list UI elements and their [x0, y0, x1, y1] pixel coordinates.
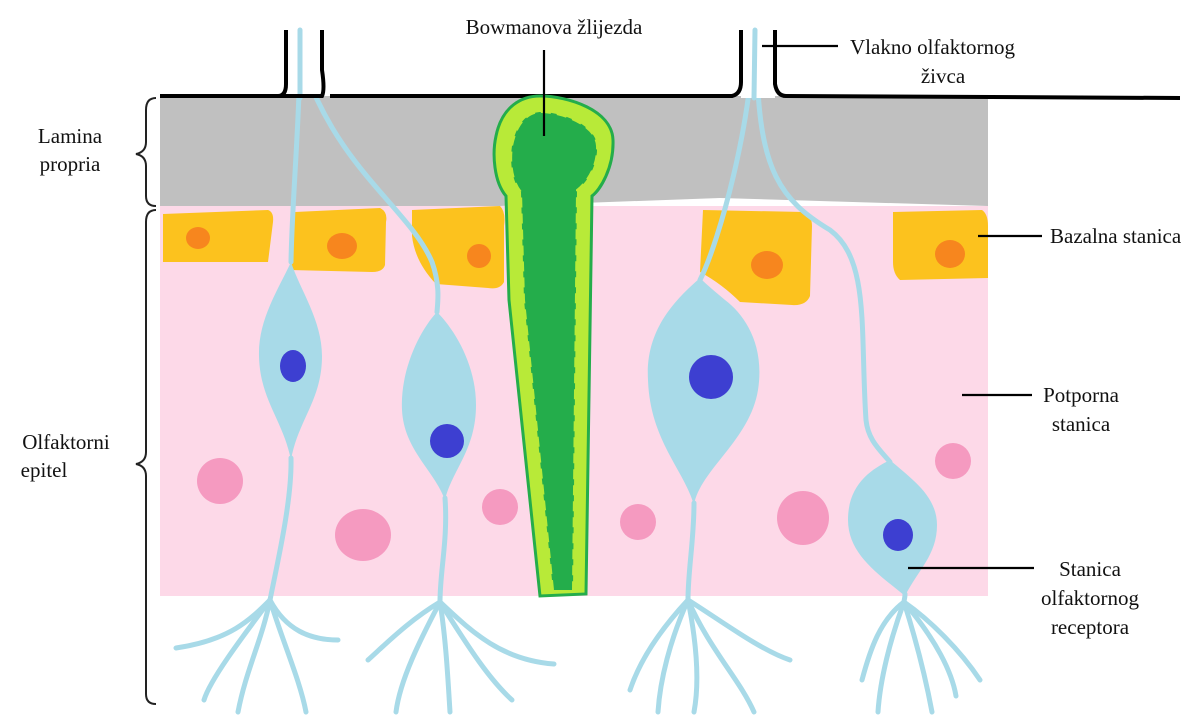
nerve-tube-fill — [286, 30, 320, 98]
receptor-cell-nucleus — [430, 424, 464, 458]
dendrite-branch — [878, 602, 904, 712]
dendrite-branch — [204, 600, 270, 700]
dendrite-branch — [176, 600, 270, 648]
supporting-cell-nucleus — [482, 489, 518, 525]
epithelium-brace — [136, 210, 156, 704]
receptor-cell-nucleus — [280, 350, 306, 382]
nerve-fiber-tubes — [160, 30, 1180, 98]
receptor-cell-label-line2: olfaktornog — [1041, 586, 1139, 610]
nerve-tube-fill-axon — [754, 30, 755, 98]
lamina-propria-label-line1: Lamina — [38, 124, 103, 148]
lamina-brace — [136, 98, 156, 206]
supporting-cell-nucleus — [620, 504, 656, 540]
receptor-cell-nucleus — [689, 355, 733, 399]
dendrite-branch — [630, 600, 688, 690]
dendrite-branch — [368, 602, 440, 660]
basal-cell-nucleus — [935, 240, 965, 268]
lamina-propria-label-line2: propria — [40, 152, 101, 176]
basal-cell-nucleus — [467, 244, 491, 268]
basal-cell-nucleus — [186, 227, 210, 249]
nerve-fiber-label-line1: Vlakno olfaktornog — [850, 35, 1016, 59]
nerve-tube-fill — [741, 30, 775, 98]
receptor-cell-nucleus — [883, 519, 913, 551]
supporting-cell-label-line2: stanica — [1052, 412, 1111, 436]
receptor-cell-label-line3: receptora — [1051, 615, 1130, 639]
dendrite-branch — [904, 602, 956, 696]
bowman-gland-label: Bowmanova žlijezda — [466, 15, 643, 39]
supporting-cell-nucleus — [197, 458, 243, 504]
olfactory-epithelium-label-line2: epitel — [21, 458, 68, 482]
braces — [136, 98, 156, 704]
receptor-cell-label-line1: Stanica — [1059, 557, 1121, 581]
nerve-fiber-label-line2: živca — [921, 64, 966, 88]
basal-cell-nucleus — [751, 251, 783, 279]
supporting-cell-nucleus — [335, 509, 391, 561]
supporting-cell-nucleus — [935, 443, 971, 479]
basal-cell — [163, 210, 273, 262]
basal-cell-label: Bazalna stanica — [1050, 224, 1182, 248]
basal-cell-nucleus — [327, 233, 357, 259]
olfactory-epithelium-label-line1: Olfaktorni — [22, 430, 110, 454]
supporting-cell-nucleus — [777, 491, 829, 545]
supporting-cell-label-line1: Potporna — [1043, 383, 1120, 407]
dendrite-branch — [270, 600, 306, 712]
